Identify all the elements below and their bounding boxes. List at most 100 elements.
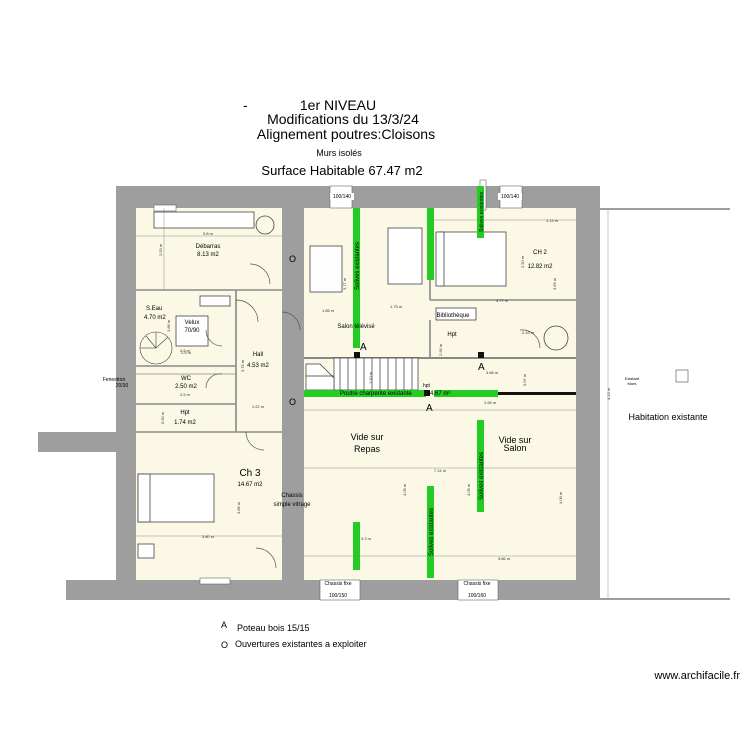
room-hpt-area: 1.74 m2 [174, 420, 196, 426]
dim-vide-height-a: 4.09 m [402, 483, 407, 496]
room-sdeau-name: S.Eau [146, 306, 162, 312]
wall-existing-bottom [600, 598, 730, 600]
salon-label: Salon télévisé [337, 324, 375, 330]
dim-hall-height: 3.75 m [240, 359, 245, 372]
post-a-left [354, 352, 360, 358]
beam-poutre-left [304, 390, 426, 397]
habitation-existante: Habitation existante [628, 412, 707, 422]
marker-a-left: A [360, 342, 367, 353]
spiral-stair-step [145, 335, 157, 349]
marker-o-upper: O [289, 254, 296, 264]
dim-wc-width: 2.5 m [180, 392, 191, 397]
spiral-stair [139, 331, 173, 365]
furniture [137, 211, 569, 559]
bed-ch2-head [435, 231, 445, 287]
solive-label-top: Solives existantes [479, 191, 485, 232]
dim-repas-width: 3.3 m [361, 536, 372, 541]
wall-center [282, 208, 304, 580]
bed-ch3 [137, 473, 215, 523]
room-debarras-name: Débarras [196, 244, 221, 250]
dim-ch2-height-b: 3.69 m [552, 277, 557, 290]
velux-size: 70/90 [184, 328, 200, 334]
room-hpt-name: Hpt [180, 410, 190, 416]
sink [199, 295, 231, 307]
round-table [543, 325, 569, 351]
beam-solive-top [477, 186, 484, 238]
solive-label-2: Solives existantes [429, 508, 435, 556]
dim-debarras-height: 2.53 m [158, 243, 163, 256]
dim-salon-height: 3.77 m [342, 277, 347, 290]
fenestron-label: Fenestron [103, 377, 126, 383]
vide-salon-line1: Vide sur [499, 435, 532, 445]
legend-o-symbol: O [221, 640, 228, 650]
door-ch3-bottom [255, 547, 277, 569]
door-swings [205, 263, 541, 569]
post-a-right [478, 352, 484, 358]
solive-label-1: Solives existantes [355, 242, 361, 290]
solive-label-3: Solives existantes [479, 452, 485, 500]
dim-bottom-width: 3.66 m [498, 556, 511, 561]
poutre-label: Poutre charpente existante [340, 391, 412, 397]
opening-bottom-right-label: Chassis fixe [464, 581, 491, 587]
dim-sdeau-height: 1.86 m [166, 319, 171, 332]
spiral-stair-step [155, 336, 169, 349]
room-sdeau-area: 4.70 m2 [144, 315, 166, 321]
wall-top [116, 186, 600, 208]
wall-left-ledge [38, 432, 136, 452]
existing-small-2: Murs [628, 381, 637, 386]
room-ch3-name: Ch 3 [239, 468, 261, 479]
existing-square [675, 369, 689, 383]
opening-top-right: 100/140 [501, 194, 519, 200]
beam-solive-v3 [477, 420, 484, 512]
top-right-label-bg [498, 193, 522, 200]
door-wc [205, 373, 223, 389]
posts [354, 352, 484, 396]
dim-salon-a: 1.85 m [322, 308, 335, 313]
opening-bottom-right-size: 100/160 [468, 593, 486, 599]
dim-landing-height: 0.97 m [522, 373, 527, 386]
post-a-middle [424, 390, 430, 396]
door-hall [235, 299, 259, 323]
opening-bottom-left-size: 100/150 [329, 593, 347, 599]
wall-left-upper [116, 186, 136, 432]
dimension-lines [136, 208, 609, 598]
chassis-line2: simple vitrage [273, 502, 311, 508]
sofa [387, 227, 423, 285]
dim-ch2-bottom: 3.77 m [496, 298, 509, 303]
opening-top-left: 100/140 [333, 194, 351, 200]
dim-ch3-width: 3.80 m [202, 534, 215, 539]
dim-ch2-top: 1.14 m [546, 218, 559, 223]
velux-label: Velux [185, 320, 200, 326]
staircase-run [333, 357, 419, 391]
top-left-label-bg [330, 193, 354, 200]
legend-a-symbol: A [221, 620, 227, 630]
dim-hpt-height: 0.60 m [160, 411, 165, 424]
watermark: www.archifacile.fr [653, 670, 740, 682]
door-ch3 [245, 431, 265, 451]
marker-o-lower: O [289, 397, 296, 407]
header-dash: - [243, 97, 248, 113]
dim-biblio-height: 2.56 m [438, 343, 443, 356]
room-ch2-name: CH 2 [533, 250, 547, 256]
dim-right-height: 4.13 m [606, 387, 611, 400]
staircase [305, 357, 419, 391]
dim-vide-height-b: 4.09 m [466, 483, 471, 496]
room-hall-area: 4.53 m2 [247, 363, 269, 369]
dim-sdeau-width: 2.5 m [180, 348, 191, 353]
wall-right [576, 186, 600, 600]
debarras-circle [255, 215, 275, 235]
landing-area: 4.67 m² [430, 391, 450, 397]
fenestron-size: 20/30 [116, 383, 129, 389]
room-ch3-area: 14.67 m2 [237, 482, 263, 488]
dim-vide-width: 7.14 m [434, 468, 447, 473]
room-hall-name: Hall [253, 352, 263, 358]
nightstand-ch3 [137, 543, 155, 559]
bibliotheque-label: Bibliothèque [436, 313, 470, 319]
dim-debarras-width: 3.8 m [203, 231, 214, 236]
bed-ch2 [439, 231, 507, 287]
door-ch2 [519, 329, 541, 349]
dim-vide-height-c: 4.09 m [558, 491, 563, 504]
room-debarras-area: 8.13 m2 [197, 252, 219, 258]
opening-bottom-left-label: Chassis fixe [325, 581, 352, 587]
